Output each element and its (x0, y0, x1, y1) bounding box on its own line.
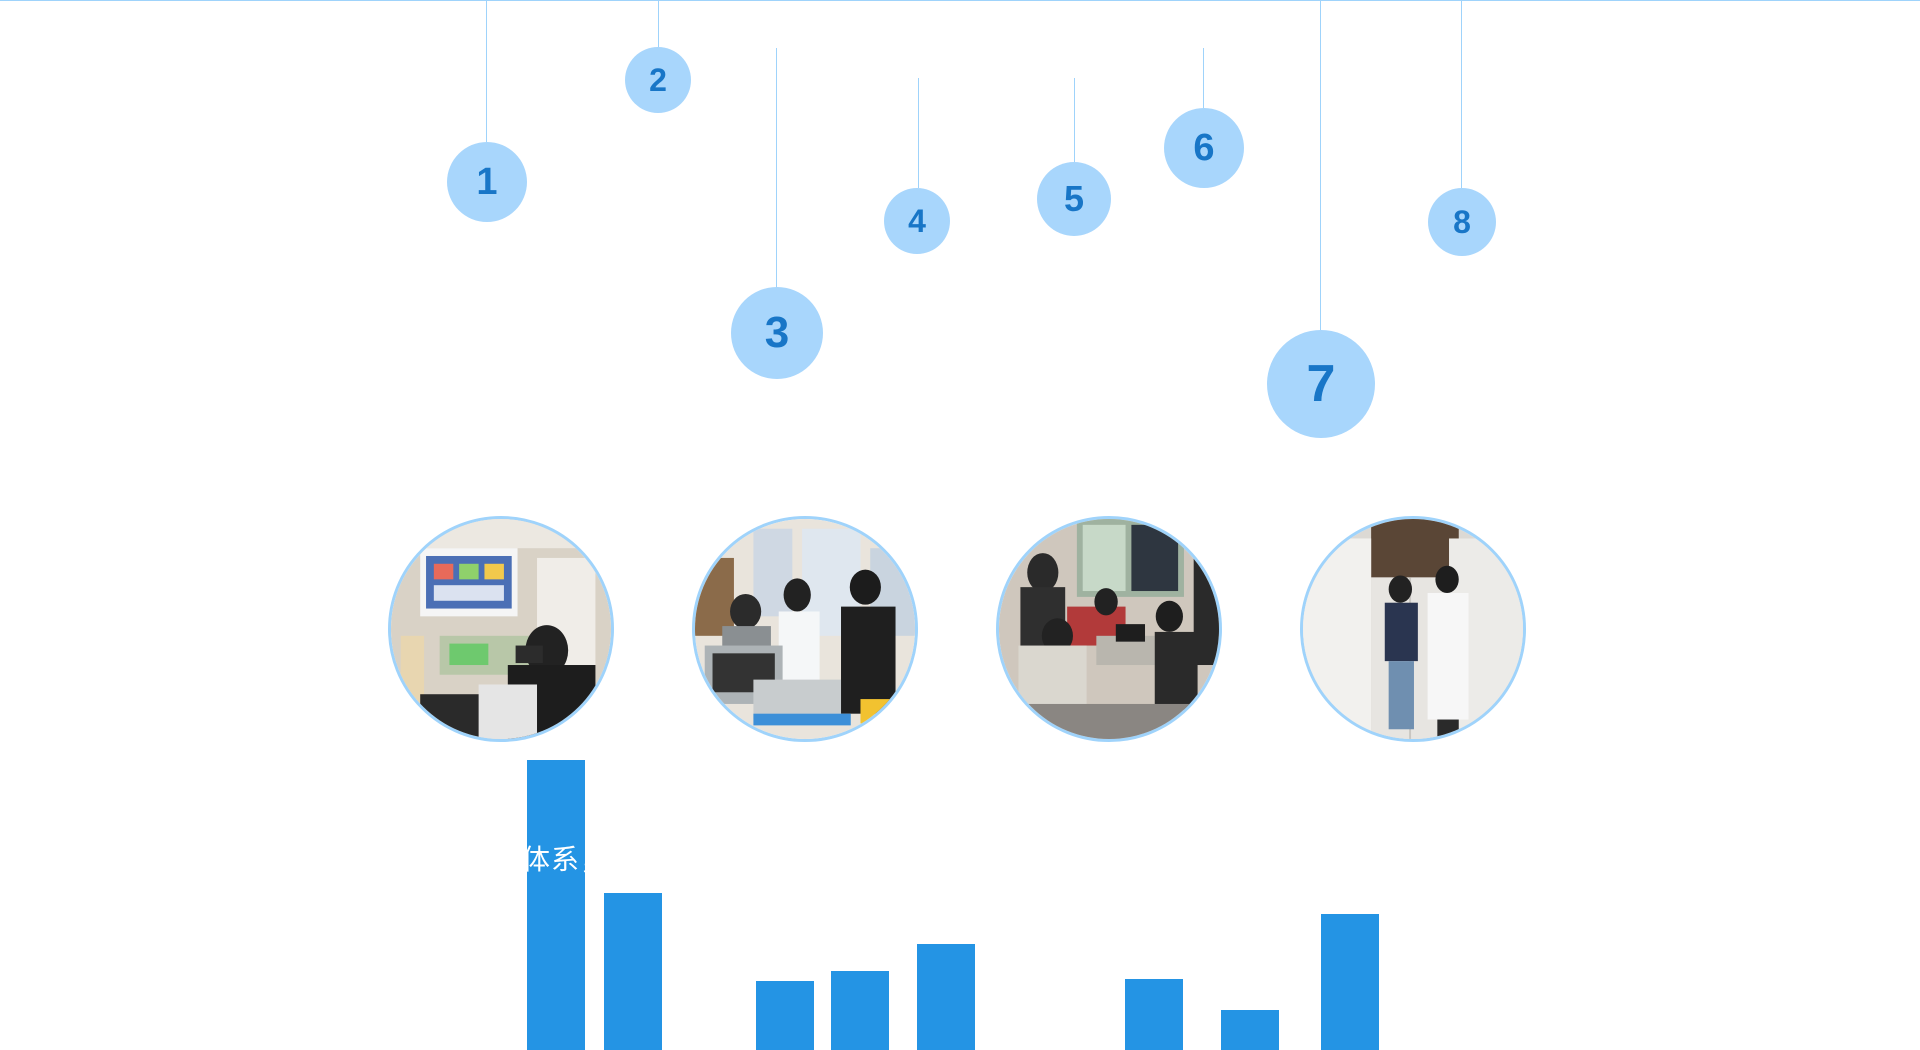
bar-1 (527, 760, 585, 1050)
overlay-text: 体系， (522, 843, 610, 876)
bar-8 (1321, 914, 1379, 1050)
meeting-room-photo (388, 516, 614, 742)
cabinet-inspection-photo (1300, 516, 1526, 742)
bubble-string-6 (1203, 48, 1204, 108)
office-equipment-photo-icon (999, 519, 1219, 739)
bubble-1[interactable]: 1 (447, 142, 527, 222)
bubble-string-7 (1320, 0, 1321, 330)
bubble-2[interactable]: 2 (625, 47, 691, 113)
bubble-string-4 (918, 78, 919, 188)
cabinet-inspection-photo-icon (1303, 519, 1523, 739)
lab-demonstration-photo (692, 516, 918, 742)
bubble-3[interactable]: 3 (731, 287, 823, 379)
bar-2 (604, 893, 662, 1050)
top-rule (0, 0, 1920, 1)
bubble-7[interactable]: 7 (1267, 330, 1375, 438)
bar-7 (1221, 1010, 1279, 1050)
bar-3 (756, 981, 814, 1050)
bubble-string-5 (1074, 78, 1075, 162)
bubble-5[interactable]: 5 (1037, 162, 1111, 236)
bubble-string-8 (1461, 0, 1462, 188)
bubble-4[interactable]: 4 (884, 188, 950, 254)
bubble-6[interactable]: 6 (1164, 108, 1244, 188)
bubble-8[interactable]: 8 (1428, 188, 1496, 256)
bar-6 (1125, 979, 1183, 1050)
bubble-string-3 (776, 48, 777, 288)
bubble-string-2 (658, 0, 659, 48)
bar-5 (917, 944, 975, 1050)
bar-4 (831, 971, 889, 1050)
office-equipment-photo (996, 516, 1222, 742)
meeting-room-photo-icon (391, 519, 611, 739)
bubble-string-1 (486, 0, 487, 142)
lab-demonstration-photo-icon (695, 519, 915, 739)
